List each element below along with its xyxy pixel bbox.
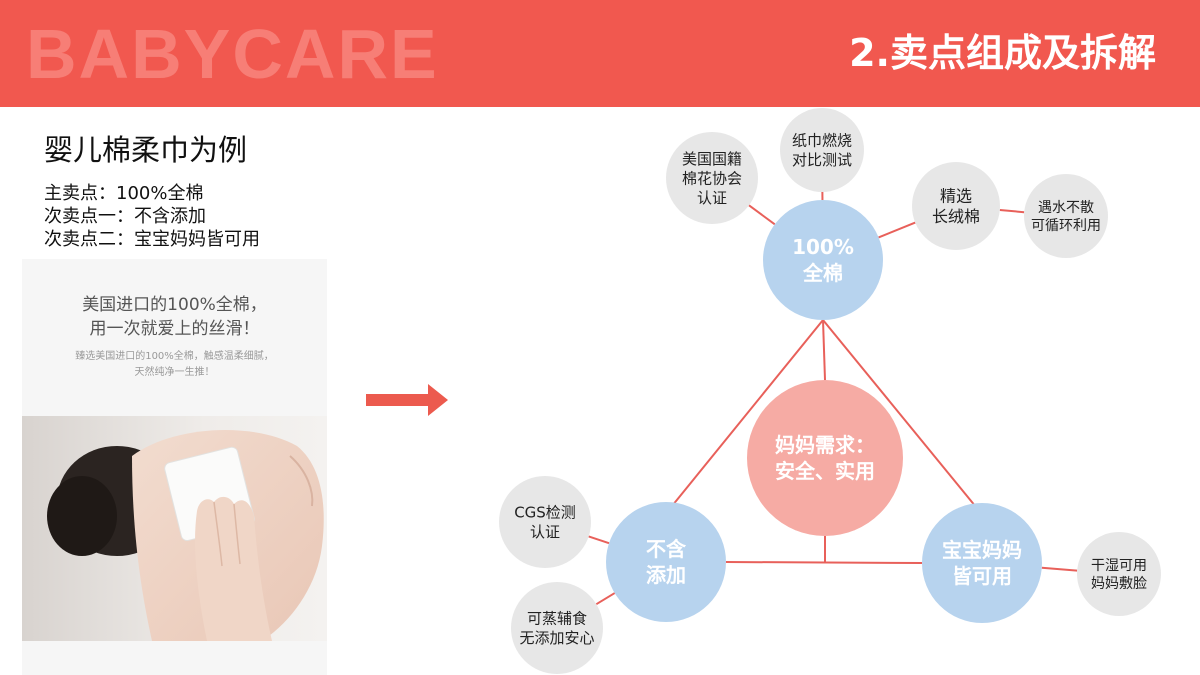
main-node-label-no-additive-line-2: 添加	[646, 563, 686, 587]
link-cotton-baby-mom	[822, 319, 977, 508]
center-need-label-line-2: 安全、实用	[775, 459, 875, 483]
center-need-circle	[747, 380, 903, 536]
sub-node-label-us-certified-line-2: 棉花协会	[682, 169, 742, 187]
link-us-certified	[748, 204, 776, 226]
link-cgs-certified	[588, 535, 610, 545]
product-headline: 美国进口的100%全棉， 用一次就爱上的丝滑！	[22, 293, 327, 341]
header-bar: BABYCARE 2.卖点组成及拆解	[0, 0, 1200, 107]
example-subtitle: 婴儿棉柔巾为例	[44, 133, 248, 167]
main-node-label-cotton-line-1: 100%	[792, 235, 854, 259]
link-center-cotton	[822, 319, 826, 381]
main-node-label-no-additive-line-1: 不含	[646, 537, 687, 561]
sub-node-label-food-safe-line-1: 可蒸辅食	[527, 610, 587, 628]
sub-node-label-us-certified-line-3: 认证	[697, 189, 727, 207]
main-node-label-baby-mom-line-2: 皆可用	[952, 564, 1012, 588]
sub-node-water-reuse	[1024, 174, 1108, 258]
product-subtext-line-1: 臻选美国进口的100%全棉，触感温柔细腻，	[75, 351, 274, 362]
sub-node-food-safe	[511, 582, 603, 674]
sub-node-label-water-reuse-line-2: 可循环利用	[1031, 218, 1101, 234]
sub-node-label-burn-test-line-2: 对比测试	[792, 151, 852, 169]
sub-node-label-wet-dry-line-1: 干湿可用	[1091, 558, 1147, 574]
product-photo	[22, 416, 327, 641]
link-long-staple	[878, 221, 916, 239]
main-node-no-additive	[606, 502, 726, 622]
product-subtext-line-2: 天然纯净一生推！	[134, 367, 215, 378]
center-need-label-line-1: 妈妈需求：	[775, 433, 875, 457]
selling-point-secondary-1: 次卖点一：不含添加	[44, 206, 206, 227]
product-headline-line-1: 美国进口的100%全棉，	[82, 295, 267, 315]
section-title: 2.卖点组成及拆解	[849, 31, 1156, 75]
main-node-label-baby-mom-line-1: 宝宝妈妈	[942, 538, 1022, 562]
diagram-links	[588, 191, 1078, 606]
sub-node-us-certified	[666, 132, 758, 224]
main-node-cotton	[763, 200, 883, 320]
selling-point-secondary-2: 次卖点二：宝宝妈妈皆可用	[44, 229, 260, 250]
sub-node-label-us-certified-line-1: 美国国籍	[682, 150, 742, 168]
product-subtext: 臻选美国进口的100%全棉，触感温柔细腻， 天然纯净一生推！	[22, 349, 327, 381]
selling-points-list: 主卖点：100%全棉 次卖点一：不含添加 次卖点二：宝宝妈妈皆可用	[44, 182, 260, 251]
sub-node-label-long-staple-line-2: 长绒棉	[932, 207, 980, 226]
arrow-right-icon	[366, 384, 448, 416]
selling-point-main: 主卖点：100%全棉	[44, 183, 204, 204]
link-water-reuse	[999, 208, 1025, 214]
main-node-label-cotton-line-2: 全棉	[802, 261, 843, 285]
link-wet-dry	[1041, 566, 1078, 572]
brand-watermark: BABYCARE	[26, 15, 439, 93]
link-cotton-no-additive	[671, 319, 824, 507]
sub-node-label-wet-dry-line-2: 妈妈敷脸	[1091, 576, 1147, 592]
sub-node-long-staple	[912, 162, 1000, 250]
main-node-baby-mom	[922, 503, 1042, 623]
sub-node-label-burn-test-line-1: 纸巾燃烧	[792, 132, 852, 150]
sub-node-label-cgs-certified-line-2: 认证	[530, 523, 560, 541]
product-image-card: 美国进口的100%全棉， 用一次就爱上的丝滑！ 臻选美国进口的100%全棉，触感…	[22, 259, 327, 675]
sub-node-wet-dry	[1077, 532, 1161, 616]
sub-node-label-water-reuse-line-1: 遇水不散	[1038, 200, 1094, 216]
product-headline-line-2: 用一次就爱上的丝滑！	[89, 319, 260, 339]
sub-node-label-long-staple-line-1: 精选	[940, 186, 972, 205]
sub-node-label-cgs-certified-line-1: CGS检测	[514, 504, 576, 522]
sub-node-burn-test	[780, 108, 864, 192]
woman-with-cotton-pad-illustration	[22, 416, 327, 641]
sub-node-cgs-certified	[499, 476, 591, 568]
sub-node-label-food-safe-line-2: 无添加安心	[519, 629, 594, 647]
link-food-safe	[595, 592, 616, 606]
